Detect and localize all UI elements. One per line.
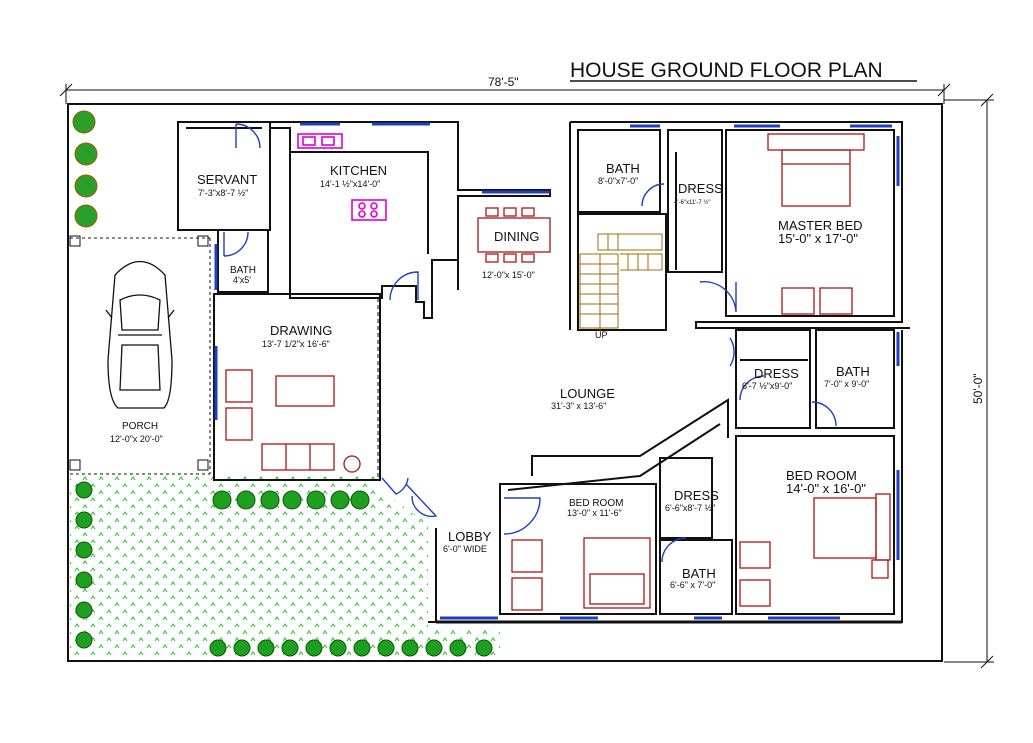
room-bedroom-center-name: BED ROOM: [569, 498, 623, 509]
car-icon: [105, 261, 175, 409]
stair-up-label: UP: [595, 330, 608, 340]
windows: [214, 122, 900, 620]
room-top-bath-size: 8'-0"x7'-0": [598, 176, 638, 186]
plot-boundary: [67, 103, 943, 662]
room-right-dress-size: 6'-7 ½"x9'-0": [742, 381, 792, 391]
room-dining-name: DINING: [494, 229, 540, 244]
room-lounge-name: LOUNGE: [560, 386, 615, 401]
plant-row-top-left-icon: [72, 110, 98, 228]
room-lounge-size: 31'-3" x 13'-6": [551, 401, 606, 411]
stove-icon: [351, 199, 387, 221]
plan-title: HOUSE GROUND FLOOR PLAN: [570, 59, 883, 82]
room-servant-bath-name: BATH: [230, 265, 256, 276]
room-dining-size: 12'-0"x 15'-0": [482, 270, 535, 280]
room-lobby-size: 6'-0" WIDE: [443, 544, 487, 554]
room-drawing-size: 13'-7 1/2"x 16'-6": [262, 339, 330, 349]
room-right-bath-name: BATH: [836, 364, 870, 379]
bedroom-center-bed-icon: [511, 537, 651, 611]
room-porch-name: PORCH: [122, 421, 158, 432]
room-master-bed-name: MASTER BED: [778, 218, 863, 233]
room-bottom-dress-size: 6'-6"x8'-7 ½": [665, 503, 715, 513]
room-bedroom-right-name: BED ROOM: [786, 468, 857, 483]
width-dimension: 78'-5": [59, 75, 951, 104]
walls: [177, 121, 910, 624]
room-servant-size: 7'-3"x8'-7 ½": [198, 188, 248, 198]
width-dimension-label: 78'-5": [488, 75, 519, 89]
room-top-dress-size: 4'-6"x11'-7 ½": [674, 199, 710, 206]
room-top-bath-name: BATH: [606, 161, 640, 176]
room-right-dress-name: DRESS: [754, 366, 799, 381]
room-bedroom-right-size: 14'-0" x 16'-0": [786, 481, 866, 496]
plant-row-lawn-icon: [75, 481, 493, 657]
bedroom-right-bed-icon: [739, 493, 891, 607]
height-dimension: 50'-0": [944, 93, 994, 669]
room-top-dress-name: DRESS: [678, 181, 723, 196]
room-lobby-name: LOBBY: [448, 529, 492, 544]
front-lawn: [70, 474, 500, 658]
room-bottom-bath-name: BATH: [682, 566, 716, 581]
sofa-set-icon: [225, 369, 361, 473]
doors: [223, 123, 837, 563]
room-right-bath-size: 7'-0" x 9'-0": [824, 379, 869, 389]
room-drawing-name: DRAWING: [270, 323, 332, 338]
master-bed-icon: [767, 133, 865, 315]
room-bedroom-center-size: 13'-0" x 11'-6": [567, 508, 622, 518]
room-kitchen-name: KITCHEN: [330, 163, 387, 178]
dining-table-icon: [477, 207, 551, 263]
room-bottom-dress-name: DRESS: [674, 488, 719, 503]
room-servant-name: SERVANT: [197, 172, 257, 187]
kitchen-sink-icon: [297, 133, 343, 149]
room-porch-size: 12'-0"x 20'-0": [110, 434, 163, 444]
height-dimension-label: 50'-0": [971, 373, 985, 404]
room-master-bed-size: 15'-0" x 17'-0": [778, 231, 858, 246]
room-servant-bath-size: 4'x5': [233, 275, 251, 285]
staircase: [579, 233, 663, 332]
room-bottom-bath-size: 6'-6" x 7'-0": [670, 580, 715, 590]
porch-area: [69, 235, 211, 475]
room-kitchen-size: 14'-1 ½"x14'-0": [320, 179, 380, 189]
